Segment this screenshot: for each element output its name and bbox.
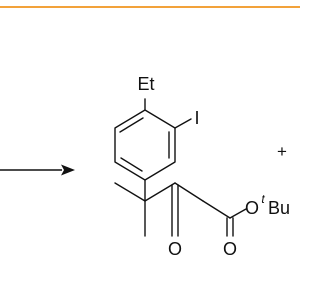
- benzene-ring: [114, 109, 176, 181]
- ketone-to-methylene-bond: [174, 182, 204, 202]
- methylene-to-ester-bond: [202, 200, 231, 219]
- plus-sign: +: [277, 142, 287, 161]
- quaternary-to-ketone-bond: [144, 182, 176, 202]
- reaction-scheme: + Et I O O O t Bu: [0, 6, 300, 259]
- ethyl-label: Et: [137, 74, 154, 94]
- ester-carbonyl-oxygen-label: O: [223, 239, 237, 259]
- ester-ether-oxygen-label: O: [245, 198, 259, 218]
- butyl-label: Bu: [268, 198, 290, 218]
- molecule-bonds: [114, 98, 247, 237]
- ketone-oxygen-label: O: [168, 239, 182, 259]
- reaction-arrow: [0, 164, 75, 176]
- aromatic-double-bond: [120, 157, 143, 172]
- aromatic-double-bond: [119, 117, 144, 133]
- methyl-bond-left: [114, 182, 146, 202]
- iodine-label: I: [194, 108, 199, 128]
- iodo-bond: [174, 118, 192, 129]
- ester-single-bond: [229, 208, 247, 219]
- tert-prefix-label: t: [261, 192, 265, 206]
